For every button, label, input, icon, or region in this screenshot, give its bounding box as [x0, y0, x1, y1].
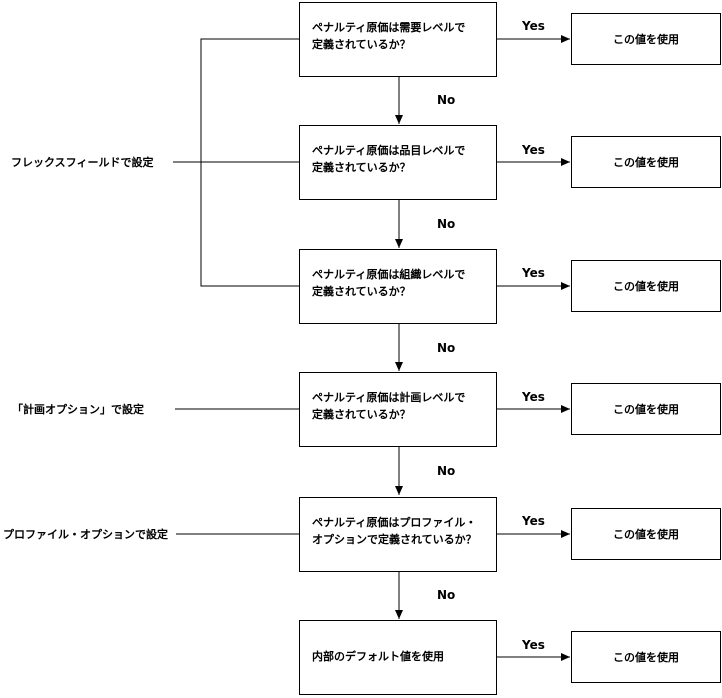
result-label: この値を使用	[613, 279, 679, 293]
plan-option-source-label: 「計画オプション」で設定	[12, 403, 144, 416]
no-label: No	[437, 588, 456, 602]
profile-option-source-label: プロファイル・オプションで設定	[3, 528, 168, 541]
no-label: No	[437, 93, 456, 107]
yes-label: Yes	[522, 514, 545, 528]
no-label: No	[437, 341, 456, 355]
question-box-profile: ペナルティ原価はプロファイル・ オプションで定義されているか？	[299, 497, 497, 572]
yes-label: Yes	[522, 638, 545, 652]
result-label: この値を使用	[613, 650, 679, 664]
no-label: No	[437, 464, 456, 478]
yes-label: Yes	[522, 390, 545, 404]
question-box-item: ペナルティ原価は品目レベルで 定義されているか？	[299, 125, 497, 200]
result-box-4: この値を使用	[571, 383, 721, 435]
result-box-6: この値を使用	[571, 631, 721, 683]
result-box-2: この値を使用	[571, 136, 721, 188]
yes-label: Yes	[522, 266, 545, 280]
result-box-3: この値を使用	[571, 260, 721, 312]
yes-label: Yes	[522, 143, 545, 157]
no-label: No	[437, 217, 456, 231]
default-value-box: 内部のデフォルト値を使用	[299, 620, 497, 695]
question-box-plan: ペナルティ原価は計画レベルで 定義されているか？	[299, 372, 497, 447]
result-label: この値を使用	[613, 32, 679, 46]
question-box-org: ペナルティ原価は組織レベルで 定義されているか？	[299, 249, 497, 324]
result-box-1: この値を使用	[571, 13, 721, 65]
result-label: この値を使用	[613, 155, 679, 169]
flexfield-source-label: フレックスフィールドで設定	[11, 156, 154, 169]
yes-label: Yes	[522, 19, 545, 33]
result-box-5: この値を使用	[571, 508, 721, 560]
question-box-demand: ペナルティ原価は需要レベルで 定義されているか？	[299, 2, 497, 77]
result-label: この値を使用	[613, 402, 679, 416]
result-label: この値を使用	[613, 527, 679, 541]
